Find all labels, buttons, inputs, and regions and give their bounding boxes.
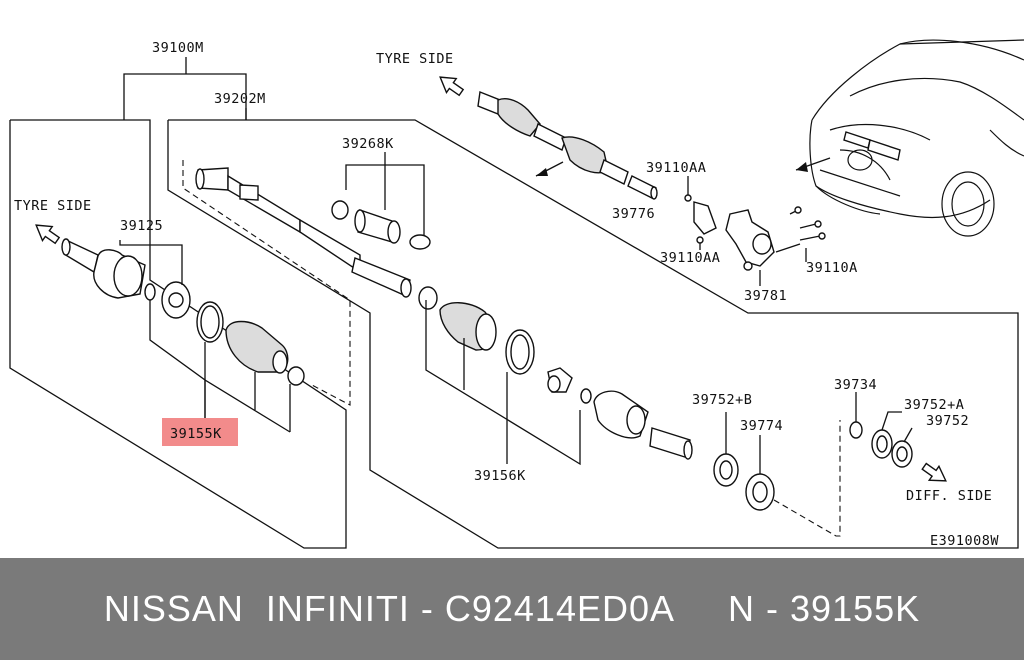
label-diff-side: DIFF. SIDE xyxy=(906,488,992,504)
label-tyre-side-top: TYRE SIDE xyxy=(376,51,454,67)
label-39752[interactable]: 39752 xyxy=(926,413,969,429)
diff-side-seals xyxy=(849,392,913,468)
parts-diagram: 39100M 39202M 39268K TYRE SIDE TYRE SIDE… xyxy=(9,39,1024,549)
part-labels: 39100M 39202M 39268K TYRE SIDE TYRE SIDE… xyxy=(14,40,999,549)
bolts-a xyxy=(775,206,826,253)
label-39100m[interactable]: 39100M xyxy=(152,40,204,56)
label-diagram-code: E391008W xyxy=(930,533,999,549)
boot-kit-outer-parts xyxy=(196,301,305,386)
label-39734[interactable]: 39734 xyxy=(834,377,877,393)
leaders-outer xyxy=(119,240,291,433)
complete-shaft-top xyxy=(477,91,658,200)
label-39781[interactable]: 39781 xyxy=(744,288,787,304)
direction-arrows xyxy=(35,76,947,482)
label-39110aa-top[interactable]: 39110AA xyxy=(646,160,706,176)
label-39752-b[interactable]: 39752+B xyxy=(692,392,752,408)
assembly-frame xyxy=(9,57,1019,549)
label-39110a[interactable]: 39110A xyxy=(806,260,858,276)
label-39268k[interactable]: 39268K xyxy=(342,136,394,152)
part-number-banner: NISSAN INFINITI - C92414ED0A N - 39155K xyxy=(0,558,1024,660)
label-39156k[interactable]: 39156K xyxy=(474,468,526,484)
label-39774[interactable]: 39774 xyxy=(740,418,783,434)
label-39125[interactable]: 39125 xyxy=(120,218,163,234)
car-illustration xyxy=(795,39,1024,237)
label-39202m[interactable]: 39202M xyxy=(214,91,266,107)
drive-shaft xyxy=(182,160,412,406)
label-39776[interactable]: 39776 xyxy=(612,206,655,222)
boot-kit-inner-parts xyxy=(331,152,431,250)
label-tyre-side-left: TYRE SIDE xyxy=(14,198,92,214)
outer-joint xyxy=(61,238,191,319)
part-number-text: NISSAN INFINITI - C92414ED0A N - 39155K xyxy=(103,588,921,629)
inner-joint xyxy=(593,390,841,537)
boot-kit-mid-parts xyxy=(418,286,592,466)
label-39110aa-bottom[interactable]: 39110AA xyxy=(660,250,720,266)
bracket-assembly xyxy=(684,176,826,286)
label-39752-a[interactable]: 39752+A xyxy=(904,397,964,413)
label-39155k[interactable]: 39155K xyxy=(170,426,222,442)
highlight-box xyxy=(162,418,238,446)
